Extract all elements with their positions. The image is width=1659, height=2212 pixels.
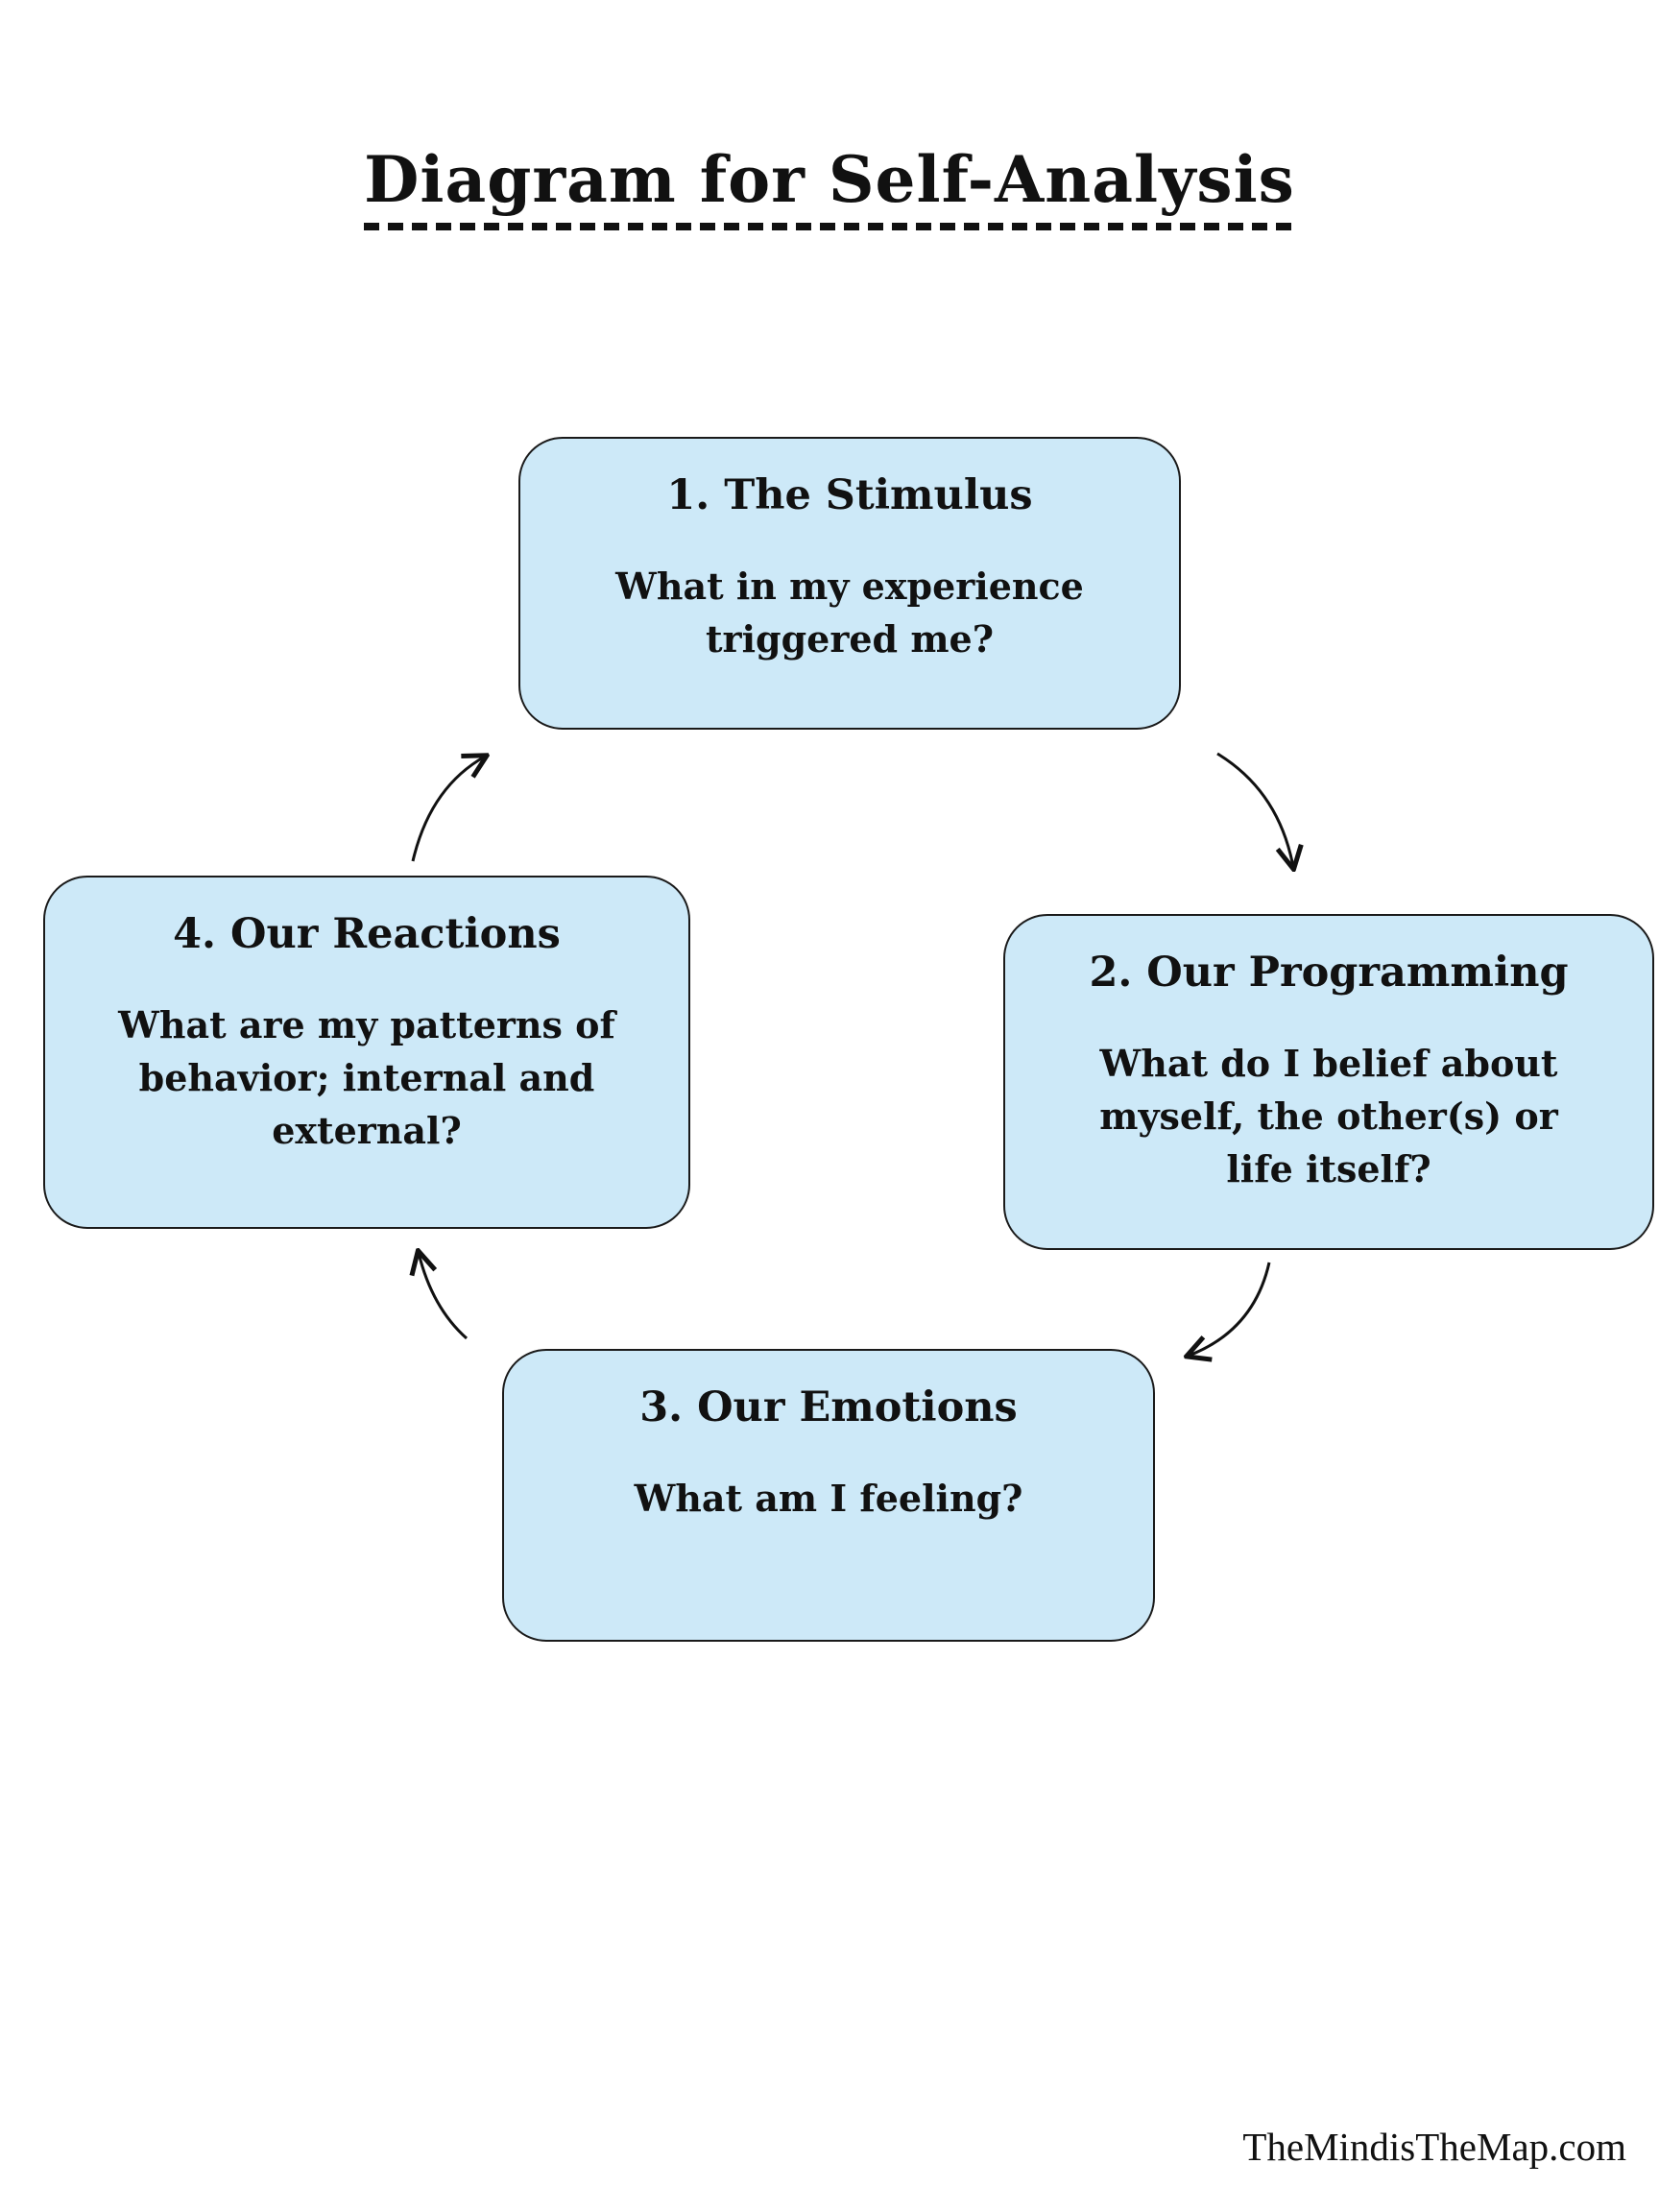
- arrow-programming-to-emotions: [1189, 1262, 1271, 1356]
- node-reactions: 4. Our Reactions What are my patterns of…: [43, 876, 690, 1229]
- node-emotions-body: What am I feeling?: [634, 1477, 1023, 1520]
- node-emotions-title: 3. Our Emotions: [639, 1383, 1018, 1431]
- node-programming: 2. Our Programming What do I belief abou…: [1003, 914, 1654, 1250]
- node-stimulus-body: What in my experience triggered me?: [615, 565, 1084, 661]
- node-programming-title: 2. Our Programming: [1089, 949, 1569, 997]
- node-programming-body: What do I belief about myself, the other…: [1099, 1042, 1558, 1191]
- arrow-reactions-to-stimulus: [411, 757, 485, 862]
- arrow-stimulus-to-programming: [1216, 752, 1293, 867]
- arrow-emotions-to-reactions: [419, 1253, 468, 1340]
- node-stimulus-title: 1. The Stimulus: [666, 471, 1033, 519]
- page-title: Diagram for Self-Analysis: [0, 142, 1659, 230]
- node-stimulus: 1. The Stimulus What in my experience tr…: [518, 437, 1181, 730]
- node-reactions-title: 4. Our Reactions: [173, 910, 561, 958]
- page-title-text: Diagram for Self-Analysis: [364, 142, 1295, 230]
- site-credit: TheMindisTheMap.com: [1242, 2125, 1626, 2169]
- node-reactions-body: What are my patterns of behavior; intern…: [118, 1003, 615, 1153]
- node-emotions: 3. Our Emotions What am I feeling?: [502, 1349, 1155, 1642]
